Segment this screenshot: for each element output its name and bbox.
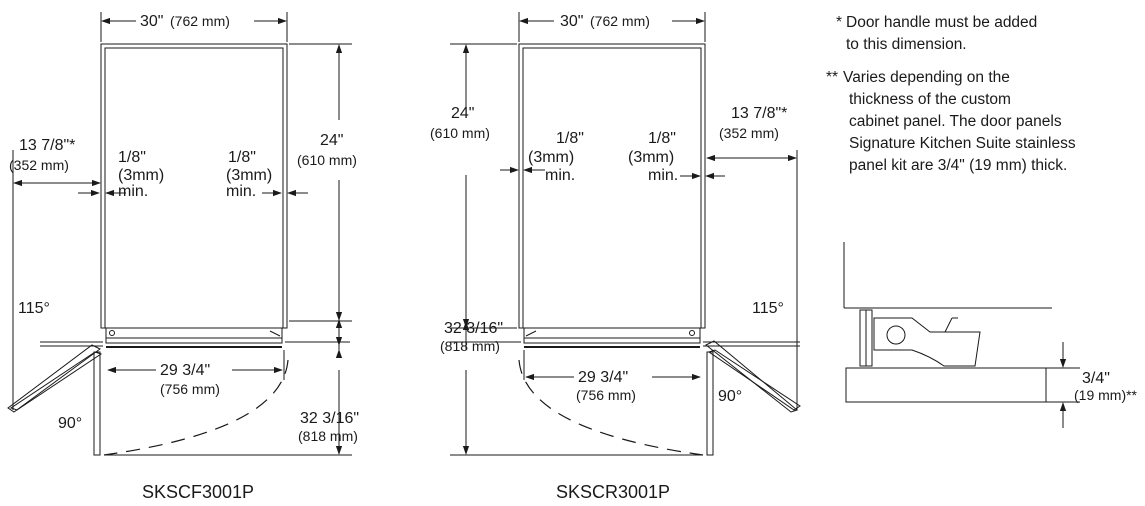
detail-thick-in: 3/4" [1082,370,1110,387]
right-gap-r-mm: (3mm) [628,149,674,166]
right-swing-mm: (818 mm) [440,338,500,354]
left-gap-r-in: 1/8" [228,149,256,166]
detail-door-panel [845,367,1047,403]
note-2-line-5: panel kit are 3/4" (19 mm) thick. [849,157,1067,174]
right-gap-l-in: 1/8" [556,130,584,147]
note-2-line-2: thickness of the custom [849,91,1011,108]
right-depth-mm: (610 mm) [430,125,490,141]
left-side-in: 13 7/8"* [19,137,75,154]
right-hinge-arm [525,330,537,337]
right-model-label: SKSCR3001P [556,482,670,502]
left-gap-r-mm: (3mm) [226,167,272,184]
right-unit-diagram: 30" (762 mm) 24" (610 mm) 13 7/8"* (352 … [430,12,801,502]
right-door-open-115-panel [707,349,801,411]
left-swing-arc [103,359,289,456]
detail-hinge-pin [886,325,906,345]
left-gap-l-min: min. [118,183,148,200]
right-side-in: 13 7/8"* [731,105,787,122]
left-door-in: 29 3/4" [160,362,210,379]
left-depth-mm: (610 mm) [297,152,357,168]
right-swing-in: 32 3/16" [444,320,503,337]
right-gap-l-min: min. [545,167,575,184]
right-depth-in: 24" [451,105,474,122]
right-angle-115: 115° [752,300,784,317]
left-gap-l-in: 1/8" [118,149,146,166]
left-door-open-90 [93,351,101,456]
right-appliance-body [522,47,702,329]
left-gap-r-min: min. [226,183,256,200]
right-base-plate [523,327,701,339]
right-hinge-pin [689,330,695,336]
right-width-in: 30" [560,13,583,30]
right-side-mm: (352 mm) [719,125,779,141]
right-door-open-90 [706,351,714,456]
right-width-mm: (762 mm) [590,13,650,29]
left-unit-diagram: 30" (762 mm) 24" (610 mm) 13 7/8"* (352 … [7,12,359,502]
hinge-detail: 3/4" (19 mm)** [843,242,1138,428]
detail-thick-mm: (19 mm)** [1074,387,1138,403]
detail-hinge-wedge [944,317,953,333]
note-2-line-1: Varies depending on the [843,69,1010,86]
left-hinge-arm [269,330,281,337]
right-door-mm: (756 mm) [576,387,636,403]
left-swing-mm: (818 mm) [298,428,358,444]
note-2-line-4: Signature Kitchen Suite stainless [849,135,1076,152]
left-hinge-pin [109,330,115,336]
right-angle-90: 90° [718,388,742,405]
note-2-line-3: cabinet panel. The door panels [849,113,1062,130]
left-width-in: 30" [140,13,163,30]
note-1-line-2: to this dimension. [846,36,967,53]
left-model-label: SKSCF3001P [142,482,254,502]
right-door-in: 29 3/4" [578,369,628,386]
left-door-mm: (756 mm) [160,381,220,397]
left-depth-in: 24" [320,132,343,149]
right-gap-r-in: 1/8" [648,130,676,147]
right-gap-r-min: min. [648,167,678,184]
left-gap-l-mm: (3mm) [118,167,164,184]
notes-block: * Door handle must be added to this dime… [826,14,1076,174]
note-2-mark: ** [826,69,838,86]
left-door-open-115-panel [7,344,101,413]
detail-hinge-body [873,317,981,367]
right-gap-l-mm: (3mm) [528,149,574,166]
note-1-line-1: Door handle must be added [846,14,1037,31]
right-swing-arc [518,359,704,456]
left-width-mm: (762 mm) [170,13,230,29]
left-base-strip [105,337,283,344]
left-swing-in: 32 3/16" [300,410,359,427]
left-side-mm: (352 mm) [9,157,69,173]
left-base-plate [105,327,283,339]
right-base-strip [523,337,701,344]
note-1-mark: * [836,14,842,31]
left-angle-90: 90° [58,415,82,432]
right-cabinet-outline [518,43,706,329]
left-angle-115: 115° [18,300,50,317]
